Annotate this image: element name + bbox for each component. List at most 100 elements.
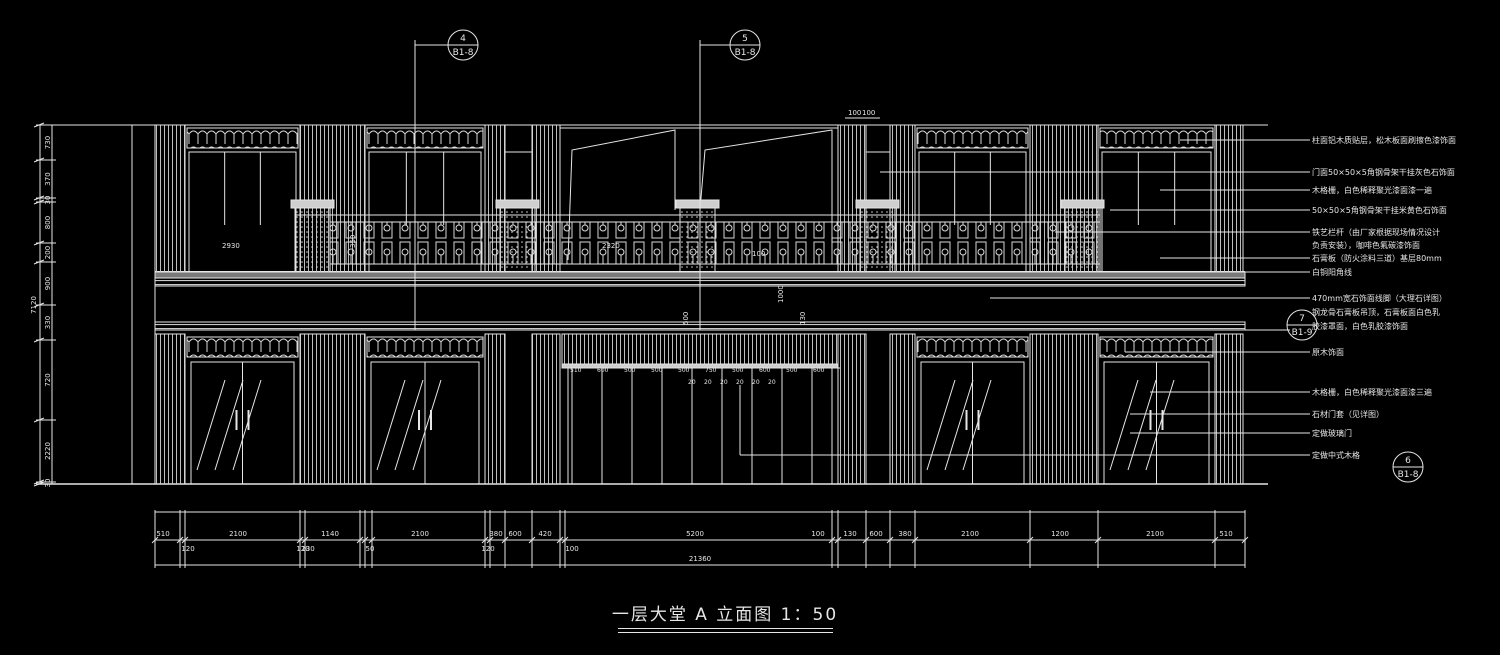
top-dim: 100 — [848, 109, 861, 117]
shutter-lower-3 — [531, 333, 561, 485]
bottom-dim-label: 1200 — [1051, 530, 1069, 538]
callout-number: 6 — [1405, 456, 1411, 466]
ceiling-dim: 500 — [732, 367, 744, 374]
bottom-dim-label: 510 — [1219, 530, 1232, 538]
inner-dim: 100 — [752, 250, 765, 258]
ceiling-dim: 510 — [570, 367, 582, 374]
glass-reflection — [196, 379, 226, 471]
title-underline-1 — [618, 628, 833, 629]
glass-reflection — [214, 379, 244, 471]
bottom-dim-slash — [368, 536, 376, 544]
shutter-lower-5 — [889, 333, 916, 485]
bottom-dim-label: 380 — [898, 530, 911, 538]
shutter-lower-0 — [154, 333, 186, 485]
bottom-dim-slash — [528, 536, 536, 544]
lower-arch-band-3 — [1099, 336, 1214, 358]
bottom-dim-label: 100 — [565, 545, 578, 553]
lower-arch-band-0 — [186, 336, 299, 358]
note-text: 定做中式木格 — [1312, 450, 1360, 460]
ceiling-dim: 600 — [597, 367, 609, 374]
bottom-dim-slash — [561, 536, 569, 544]
bottom-dim-label: 120 — [181, 545, 194, 553]
left-dim-label: 900 — [44, 277, 52, 290]
left-dim-slash — [33, 481, 45, 487]
note-text: 胶漆罩面，白色乳胶漆饰面 — [1312, 321, 1408, 331]
left-dim-label: 730 — [44, 136, 52, 149]
callout-number: 7 — [1299, 314, 1305, 324]
note-text: 白铜阳角线 — [1312, 267, 1352, 277]
shutter-upper-0 — [154, 124, 186, 273]
note-text: 木格栅，白色稀释聚光漆面漆一遍 — [1312, 185, 1432, 195]
dimension-labels: 4B1-85B1-87B1-96B1-873037030800200900330… — [30, 34, 1456, 563]
glass-reflection — [232, 379, 262, 471]
bottom-dim-slash — [834, 536, 842, 544]
bottom-dim-label: 120 — [296, 545, 309, 553]
left-dim-label: 2220 — [44, 442, 52, 460]
note-text: 石膏板（防火涂料三道）基层80mm — [1312, 253, 1442, 263]
bottom-dim-slash — [486, 536, 494, 544]
bottom-dim-label: 600 — [869, 530, 882, 538]
ceiling-grille — [561, 333, 839, 365]
bottom-dim-label: 120 — [481, 545, 494, 553]
ceiling-dim: 500 — [651, 367, 663, 374]
bottom-dim-slash — [828, 536, 836, 544]
left-dim-slash — [33, 417, 45, 423]
bottom-dim-label: 2100 — [411, 530, 429, 538]
glass-reflection — [412, 379, 442, 471]
bottom-dim-label: 420 — [538, 530, 551, 538]
ceiling-small-dim: 20 — [768, 379, 776, 386]
bottom-dim-slash — [151, 536, 159, 544]
upper-arch-band-2 — [916, 127, 1029, 149]
ceiling-dim: 500 — [786, 367, 798, 374]
bottom-dim-slash — [501, 536, 509, 544]
railing-post-3 — [859, 204, 896, 273]
shutter-lower-2 — [484, 333, 506, 485]
glass-reflection — [394, 379, 424, 471]
bottom-dim-label: 2100 — [229, 530, 247, 538]
left-dim-label: 330 — [44, 316, 52, 329]
note-text: 木格栅，白色稀释聚光漆面漆三遍 — [1312, 387, 1432, 397]
inner-dim: 1000 — [777, 285, 785, 303]
ceiling-small-dim: 20 — [688, 379, 696, 386]
bottom-dim-label: 380 — [489, 530, 502, 538]
left-dim-label: 30 — [44, 196, 52, 205]
left-dim-slash — [33, 259, 45, 265]
callout-number: 4 — [460, 34, 466, 44]
lower-arch-band-1 — [366, 336, 484, 358]
bottom-dim-slash — [1026, 536, 1034, 544]
left-dim-slash — [33, 157, 45, 163]
inner-dim: 2930 — [222, 242, 240, 250]
ceiling-small-dim: 20 — [736, 379, 744, 386]
ceiling-dim: 500 — [624, 367, 636, 374]
left-dim-slash — [33, 302, 45, 308]
railing-post-0 — [294, 204, 331, 273]
bottom-dim-label: 130 — [301, 545, 314, 553]
bottom-dim-slash — [556, 536, 564, 544]
shutter-lower-4 — [837, 333, 867, 485]
note-text: 470mm宽石饰面线脚（大理石详图） — [1312, 293, 1447, 303]
note-text: 柱面铝木质贴层，松木板面刷擦色漆饰面 — [1312, 135, 1456, 145]
bottom-dim-label: 510 — [156, 530, 169, 538]
ceiling-small-dim: 20 — [720, 379, 728, 386]
ceiling-dim: 750 — [705, 367, 717, 374]
bottom-dim-slash — [481, 536, 489, 544]
railing-post-4 — [1064, 204, 1101, 273]
bottom-dim-label: 5200 — [686, 530, 704, 538]
note-text: 50×50×5角钢骨架干挂米黄色石饰面 — [1312, 205, 1447, 215]
glass-reflection — [376, 379, 406, 471]
left-dim-slash — [33, 195, 45, 201]
post-cap-4 — [1060, 199, 1105, 209]
ceiling-dim: 500 — [678, 367, 690, 374]
left-dim-label: 30 — [44, 479, 52, 488]
bottom-dim-label: 50 — [366, 545, 375, 553]
upper-arch-band-0 — [186, 127, 299, 149]
shutter-lower-1 — [299, 333, 366, 485]
left-dim-slash — [33, 240, 45, 246]
note-text: 石材门套（见详图） — [1312, 409, 1384, 419]
glass-reflection — [944, 379, 974, 471]
inner-dim: 130 — [799, 312, 807, 325]
inner-dim: 2320 — [602, 242, 620, 250]
note-text: 钢龙骨石膏板吊顶，石膏板面白色乳 — [1312, 307, 1440, 317]
top-dim: 100 — [862, 109, 875, 117]
